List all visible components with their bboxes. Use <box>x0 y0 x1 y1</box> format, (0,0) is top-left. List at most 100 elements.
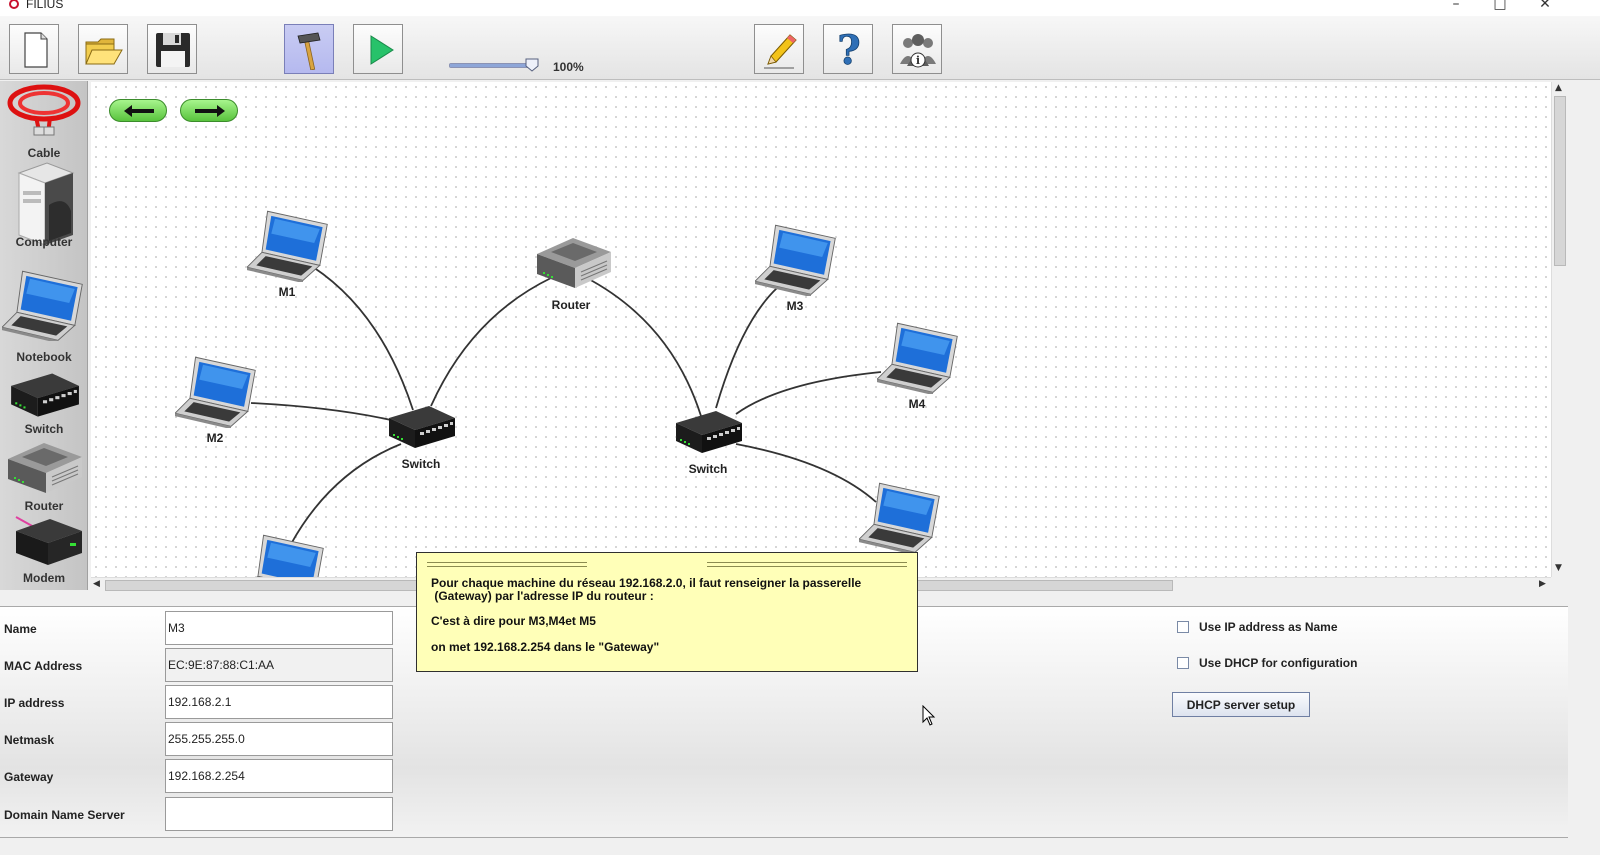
note-line: Pour chaque machine du réseau 192.168.2.… <box>431 576 862 590</box>
play-icon <box>370 35 394 65</box>
svg-text:i: i <box>916 54 920 67</box>
node-router[interactable]: Router <box>533 232 613 312</box>
palette-item-cable[interactable]: Cable <box>0 83 88 160</box>
arrow-left-icon <box>124 105 154 117</box>
router-icon <box>7 442 83 494</box>
cable-m5-switch <box>735 443 877 503</box>
node-label: M4 <box>908 397 926 411</box>
new-file-button[interactable] <box>9 24 59 74</box>
hammer-icon <box>297 32 321 70</box>
zoom-slider-thumb[interactable] <box>525 58 539 72</box>
title-bar: FILIUS – □ ✕ <box>0 0 1600 16</box>
node-m3[interactable]: M3 <box>755 218 839 313</box>
node-label: Switch <box>401 457 441 471</box>
simulation-mode-button[interactable] <box>353 24 403 74</box>
cable-icon <box>7 84 81 136</box>
notebook-icon <box>859 482 940 554</box>
palette-item-notebook[interactable]: Notebook <box>0 265 88 364</box>
node-switch-left[interactable]: Switch <box>385 398 457 471</box>
cable-m1-switch <box>312 266 414 411</box>
question-icon: ? <box>837 30 861 70</box>
ip-address-field[interactable] <box>165 685 393 719</box>
note-line: on met 192.168.2.254 dans le "Gateway" <box>431 640 660 654</box>
palette-label: Computer <box>15 235 73 249</box>
node-label: M1 <box>278 285 296 299</box>
scroll-up-icon[interactable]: ▲ <box>1555 83 1562 93</box>
use-dhcp-checkbox[interactable] <box>1177 657 1189 669</box>
palette-label: Notebook <box>16 350 72 364</box>
vertical-scrollbar[interactable]: ▲ ▼ <box>1551 82 1567 577</box>
scroll-left-icon[interactable]: ◀ <box>93 579 100 589</box>
note-line: (Gateway) par l'adresse IP du routeur : <box>431 589 654 603</box>
name-field[interactable] <box>165 611 393 645</box>
edit-docs-button[interactable] <box>754 24 804 74</box>
node-m5[interactable] <box>859 476 943 557</box>
dns-field[interactable] <box>165 797 393 831</box>
documentation-note[interactable]: Pour chaque machine du réseau 192.168.2.… <box>416 552 918 672</box>
palette-item-router[interactable]: Router <box>0 437 88 513</box>
design-mode-button[interactable] <box>284 24 334 74</box>
network-canvas[interactable]: M1 M2 Router Switch Switch M3 M4 <box>91 82 1551 577</box>
node-label: Router <box>551 298 591 312</box>
notebook-icon <box>755 224 836 296</box>
node-switch-right[interactable]: Switch <box>672 403 744 476</box>
palette-label: Cable <box>27 146 61 160</box>
floppy-icon <box>156 33 190 67</box>
vertical-scroll-thumb[interactable] <box>1554 96 1566 266</box>
node-m2[interactable]: M2 <box>175 350 259 445</box>
open-button[interactable] <box>78 24 128 74</box>
router-icon <box>536 237 612 289</box>
palette-item-switch[interactable]: Switch <box>0 365 88 436</box>
palette-label: Modem <box>23 571 65 585</box>
zoom-level: 100% <box>553 60 584 74</box>
filius-logo-icon <box>9 0 19 9</box>
notebook-icon <box>2 270 83 341</box>
palette-item-modem[interactable]: Modem <box>0 513 88 585</box>
nav-back-button[interactable] <box>109 99 167 122</box>
note-drag-handle[interactable] <box>707 562 907 567</box>
gateway-label: Gateway <box>4 770 54 784</box>
gateway-field[interactable] <box>165 759 393 793</box>
cable-router-switch <box>584 276 702 417</box>
about-button[interactable]: i <box>892 24 942 74</box>
close-button[interactable]: ✕ <box>1539 0 1551 12</box>
nav-forward-button[interactable] <box>180 99 238 122</box>
cable-links <box>250 266 882 545</box>
node-label: M3 <box>786 299 804 313</box>
help-button[interactable]: ? <box>823 24 873 74</box>
save-button[interactable] <box>147 24 197 74</box>
scroll-right-icon[interactable]: ▶ <box>1539 579 1546 589</box>
notebook-icon <box>243 534 324 577</box>
node-label: Switch <box>688 462 728 476</box>
dns-label: Domain Name Server <box>4 808 125 822</box>
netmask-label: Netmask <box>4 733 55 747</box>
node-label: M2 <box>206 431 224 445</box>
netmask-field[interactable] <box>165 722 393 756</box>
use-ip-as-name-label: Use IP address as Name <box>1199 620 1338 634</box>
people-info-icon: i <box>900 34 936 68</box>
use-ip-as-name-checkbox[interactable] <box>1177 621 1189 633</box>
switch-icon <box>11 373 79 417</box>
node-m4[interactable]: M4 <box>877 316 961 411</box>
minimize-button[interactable]: – <box>1452 0 1460 12</box>
note-line: C'est à dire pour M3,M4et M5 <box>431 614 596 628</box>
notebook-icon <box>175 356 256 428</box>
scroll-down-icon[interactable]: ▼ <box>1555 563 1562 573</box>
mouse-cursor-icon <box>922 705 936 726</box>
palette-label: Switch <box>24 422 64 436</box>
dhcp-server-setup-button[interactable]: DHCP server setup <box>1172 692 1310 717</box>
mac-address-label: MAC Address <box>4 659 83 673</box>
blank-page-icon <box>24 32 48 68</box>
palette-label: Router <box>24 499 64 513</box>
note-drag-handle[interactable] <box>427 562 587 567</box>
palette-item-computer[interactable]: Computer <box>0 159 88 249</box>
node-m1[interactable]: M1 <box>247 204 331 299</box>
ip-address-label: IP address <box>4 696 65 710</box>
cable-m3-switch <box>715 287 778 409</box>
switch-icon <box>676 411 742 453</box>
node-m6[interactable] <box>243 528 327 577</box>
zoom-slider-track[interactable] <box>449 63 533 68</box>
modem-icon <box>15 516 82 565</box>
switch-icon <box>389 406 455 448</box>
maximize-button[interactable]: □ <box>1493 0 1507 12</box>
